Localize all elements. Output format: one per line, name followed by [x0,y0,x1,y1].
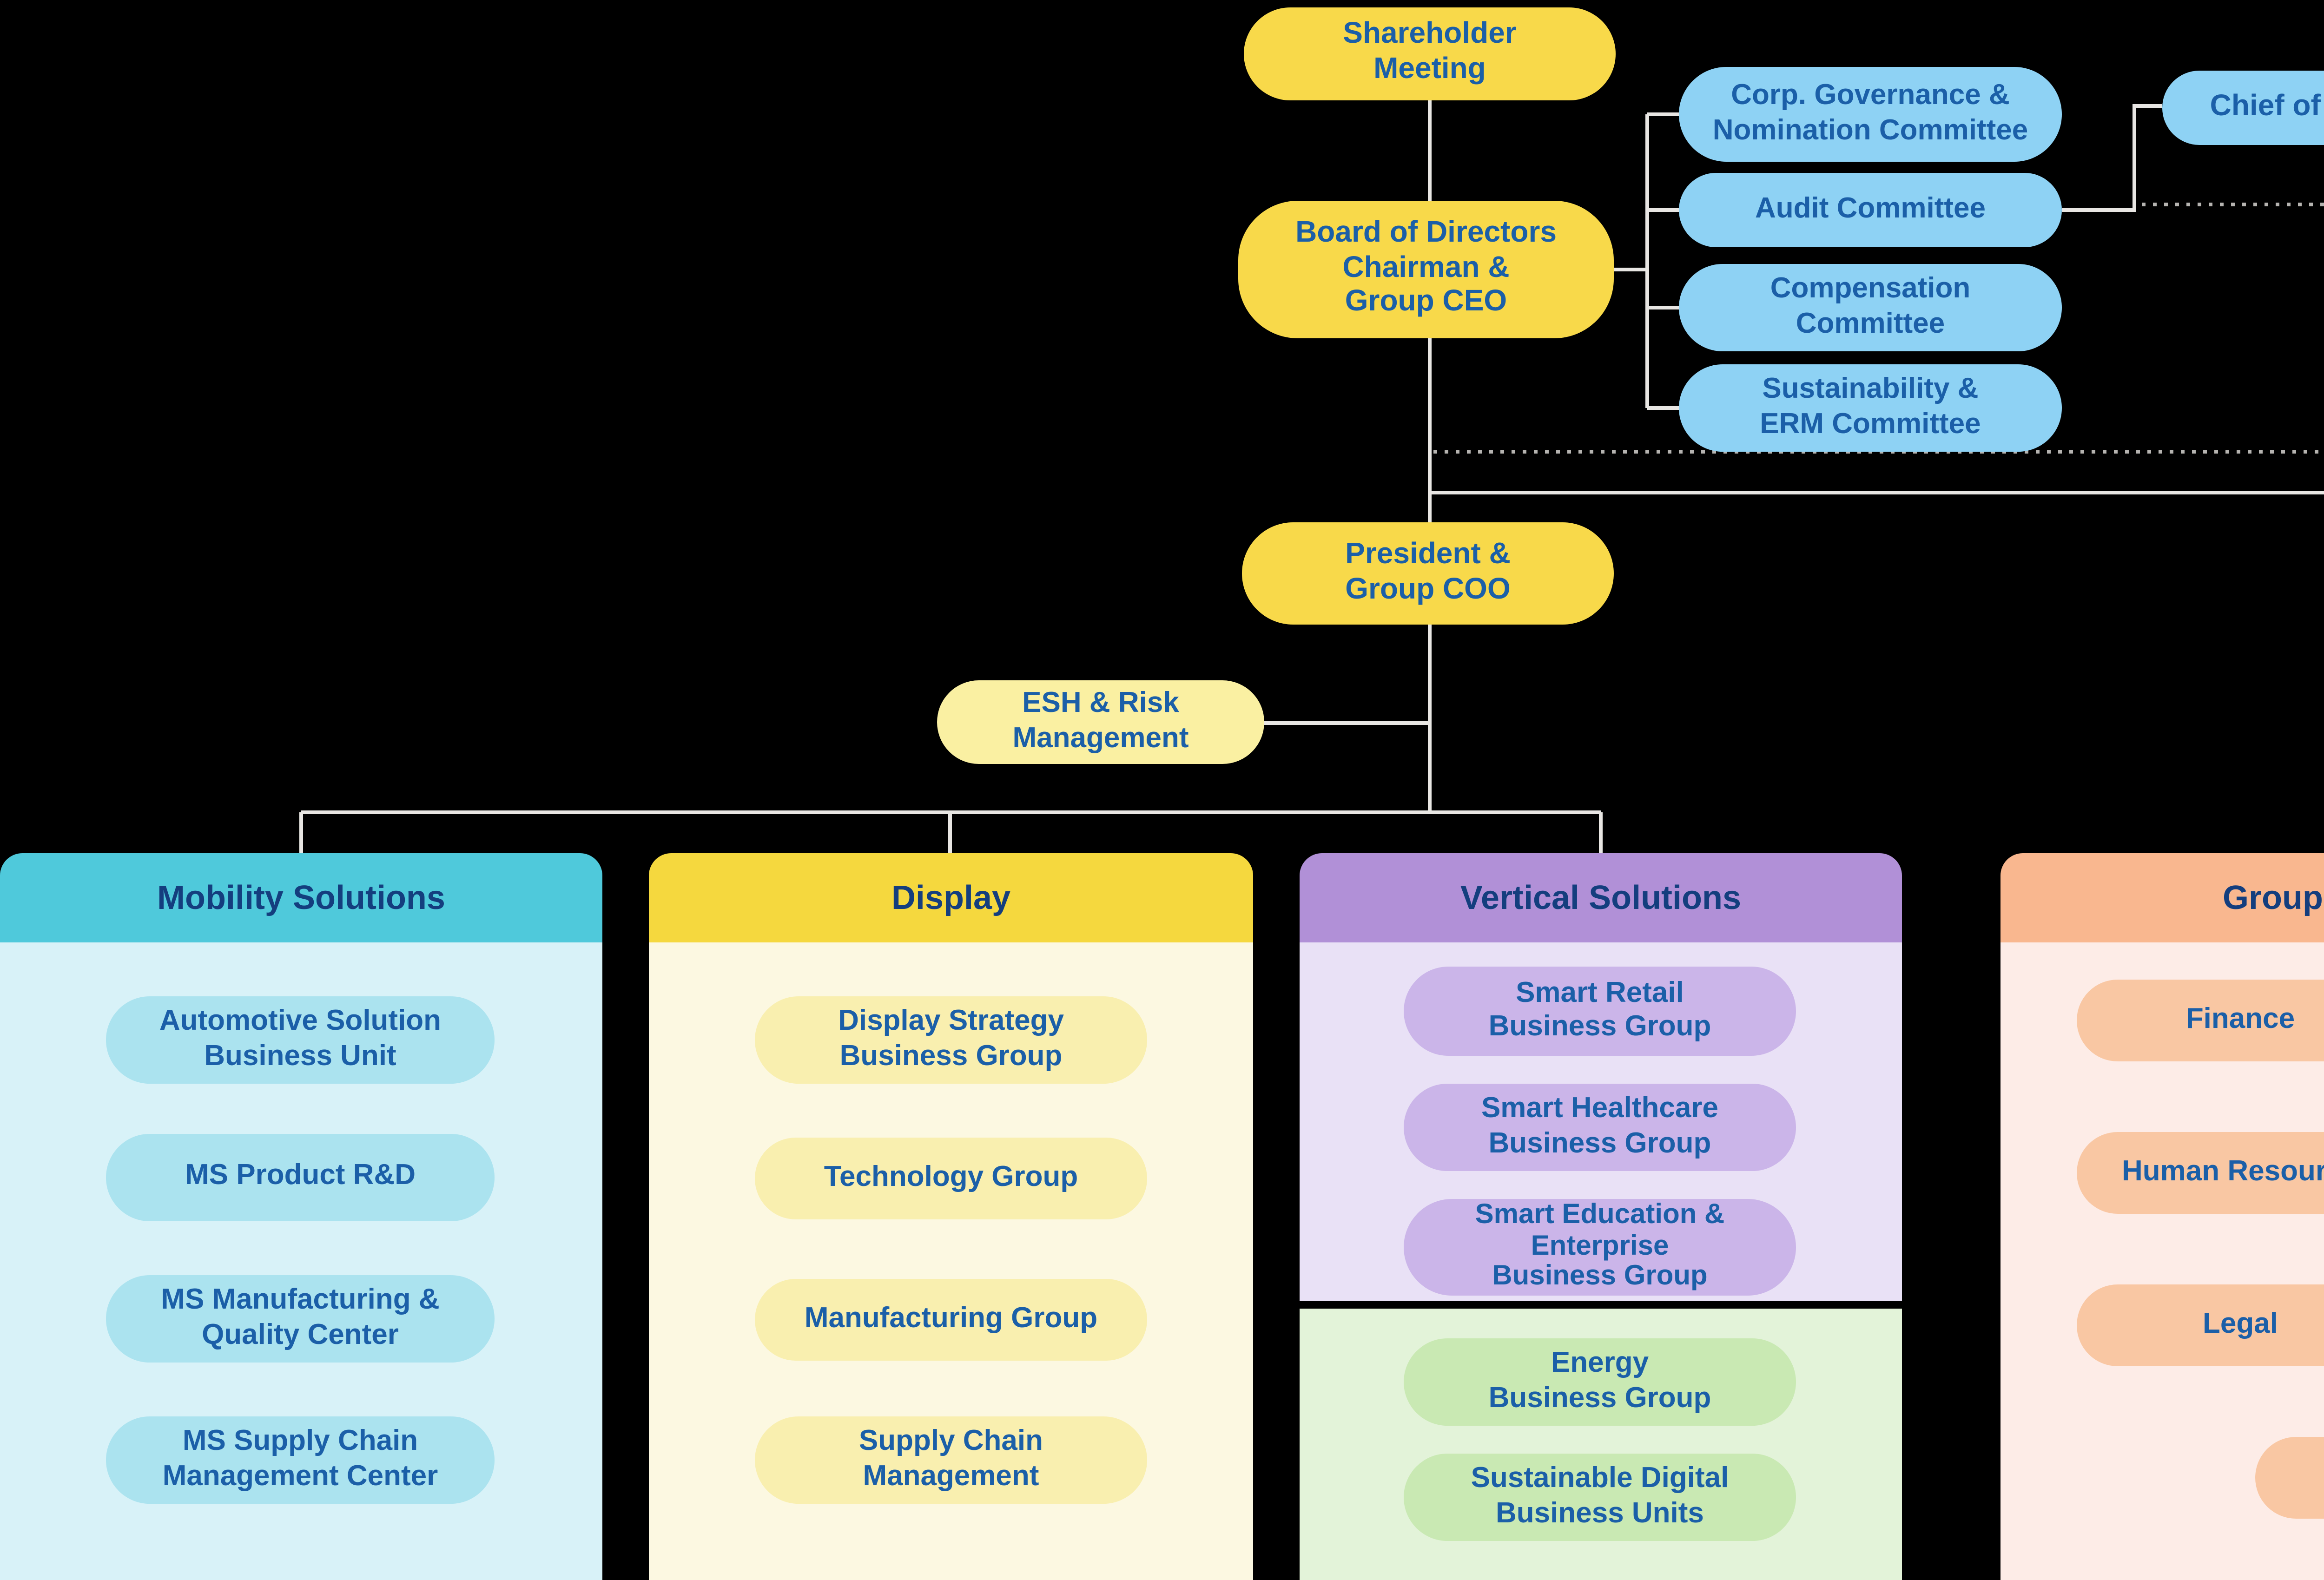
dept-display-header: Display [649,853,1253,942]
node-energy-business-group: Energy Business Group [1404,1338,1796,1426]
node-sustainable-digital-business-units: Sustainable Digital Business Units [1404,1454,1796,1541]
node-smart-healthcare-business-group: Smart Healthcare Business Group [1404,1084,1796,1171]
node-committee-compensation: Compensation Committee [1679,264,2062,351]
node-smart-retail-business-group: Smart Retail Business Group [1404,967,1796,1056]
node-manufacturing-group: Manufacturing Group [755,1279,1147,1361]
dept-mobility-header: Mobility Solutions [0,853,602,942]
node-ms-supply-chain-management-center: MS Supply Chain Management Center [106,1416,495,1504]
node-legal: Legal [2077,1284,2324,1366]
node-committee-audit: Audit Committee [1679,173,2062,247]
node-smart-education-enterprise-business-group: Smart Education & Enterprise Business Gr… [1404,1199,1796,1296]
node-committee-sustainability-erm: Sustainability & ERM Committee [1679,364,2062,452]
dept-vertical-header: Vertical Solutions [1300,853,1902,942]
node-automotive-solution-business-unit: Automotive Solution Business Unit [106,996,495,1084]
connector-dotted-compliance-loop [1430,450,2324,454]
node-chief-of-compliance: Chief of Compliance [2162,71,2324,145]
node-supply-chain-management: Supply Chain Management [755,1416,1147,1504]
node-auditing: Auditing [2255,1437,2324,1519]
node-board-of-directors: Board of Directors Chairman & Group CEO [1238,201,1614,338]
node-ms-manufacturing-quality-center: MS Manufacturing & Quality Center [106,1275,495,1363]
dept-infrastructure-header: Group Infrastructure Unit [2000,853,2324,942]
node-human-resource: Human Resource [2077,1132,2324,1214]
node-ms-product-rd: MS Product R&D [106,1134,495,1221]
node-technology-group: Technology Group [755,1138,1147,1219]
node-shareholder-meeting: Shareholder Meeting [1244,7,1616,100]
node-esh-risk-management: ESH & Risk Management [937,680,1264,764]
node-display-strategy-business-group: Display Strategy Business Group [755,996,1147,1084]
node-finance: Finance [2077,980,2324,1061]
node-committee-corp-governance-nomination: Corp. Governance & Nomination Committee [1679,67,2062,162]
node-president-group-coo: President & Group COO [1242,522,1614,625]
